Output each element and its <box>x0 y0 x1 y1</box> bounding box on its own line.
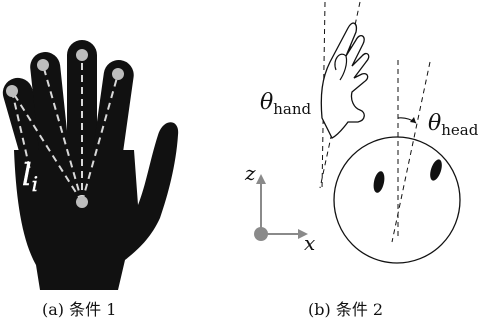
caption-panel-a: (a) 条件 1 <box>42 296 116 320</box>
hand-outline <box>321 23 368 138</box>
marker-ring-tip <box>37 59 49 71</box>
z-axis-arrow <box>256 174 266 184</box>
theta-head-sub: head <box>441 121 478 139</box>
caption-panel-b: (b) 条件 2 <box>308 296 383 320</box>
axes <box>261 180 302 234</box>
theta-hand-label: θhand <box>260 90 312 118</box>
theta-hand-symbol: θ <box>260 90 273 115</box>
marker-little-tip <box>6 85 18 97</box>
marker-palm <box>76 196 88 208</box>
z-axis-label: z <box>244 161 256 185</box>
label-l: l <box>22 158 32 193</box>
axis-origin-marker <box>254 227 268 241</box>
label-i: i <box>32 172 38 196</box>
panel-a-hand: li <box>0 40 178 290</box>
marker-index-tip <box>112 68 124 80</box>
theta-head-label: θhead <box>428 111 479 139</box>
marker-middle-tip <box>76 49 88 61</box>
head-circle <box>334 137 460 263</box>
panel-b: θhand θhead z x <box>244 2 479 263</box>
theta-hand-sub: hand <box>273 100 311 118</box>
theta-head-symbol: θ <box>428 111 441 136</box>
x-axis-label: x <box>304 231 315 255</box>
